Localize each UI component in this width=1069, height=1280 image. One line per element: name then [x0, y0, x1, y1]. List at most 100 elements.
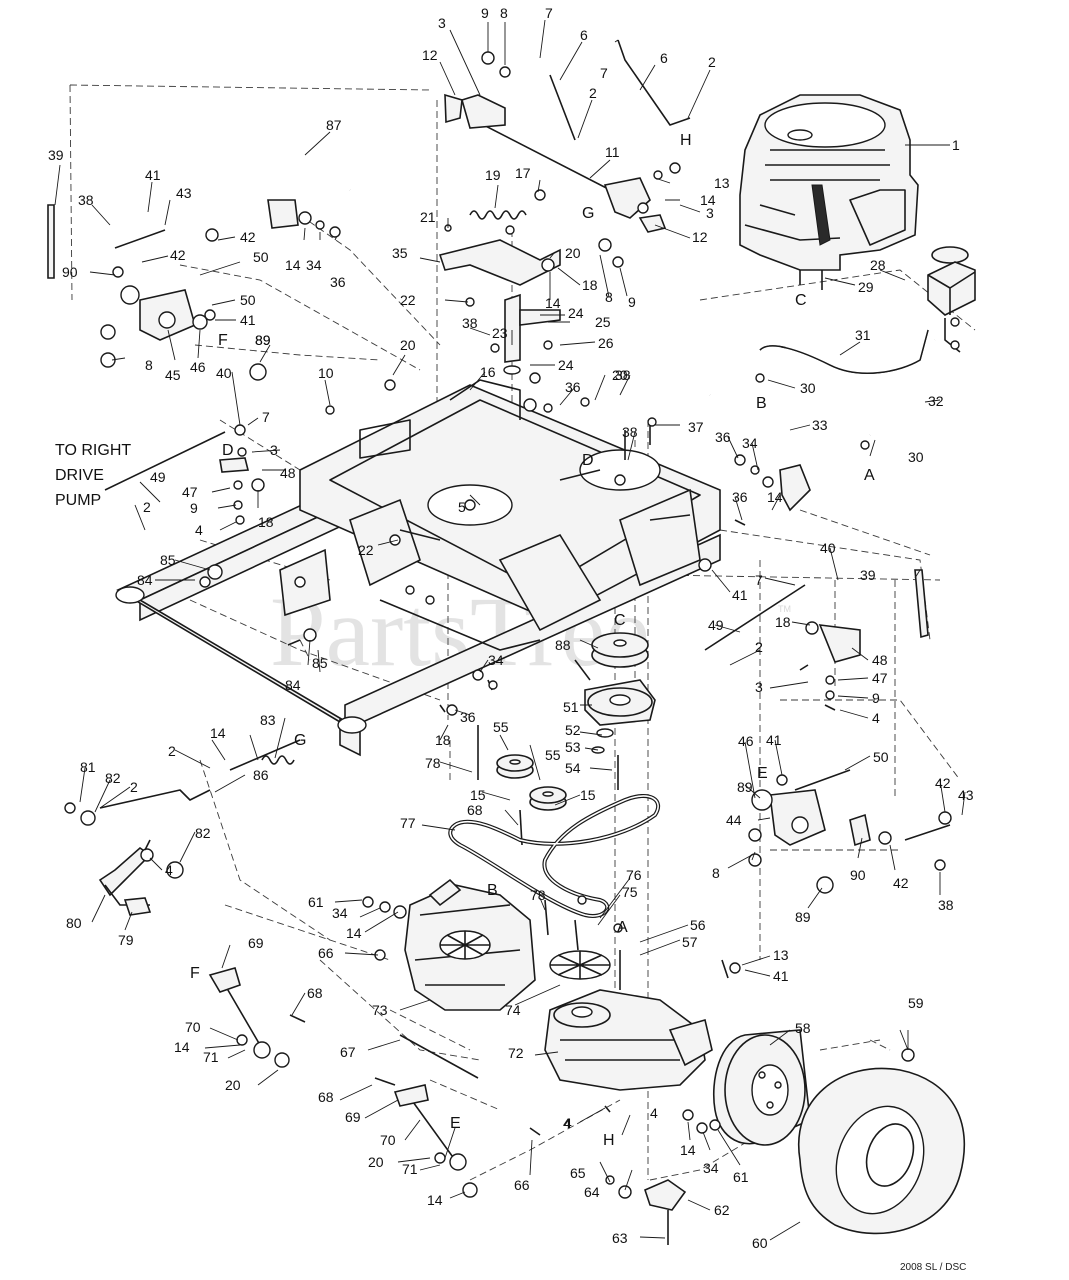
callout-label: 7	[600, 65, 608, 81]
callout-label: 3	[438, 15, 446, 31]
reference-letter: G	[294, 732, 306, 749]
callout-label: 80	[66, 915, 82, 931]
callout-label: 24	[558, 357, 574, 373]
callout-label: 56	[690, 917, 706, 933]
callout-label: 76	[626, 867, 642, 883]
fuel-lines	[709, 329, 937, 512]
callout-label: 61	[308, 894, 324, 910]
callout-label: 31	[855, 327, 871, 343]
callout-label: 11	[605, 144, 620, 160]
note-line: TO RIGHT	[55, 442, 131, 459]
callout-label: 48	[872, 652, 888, 668]
callout-label: 4	[872, 710, 880, 726]
callout-label: 66	[514, 1177, 530, 1193]
callout-label: 42	[170, 247, 186, 263]
callout-label: 2	[589, 85, 597, 101]
callout-label: 55	[545, 747, 561, 763]
callout-label: 42	[893, 875, 909, 891]
callout-label: 42	[935, 775, 951, 791]
reference-letter: H	[603, 1132, 615, 1149]
callout-label: 8	[605, 289, 613, 305]
callout-label: 22	[358, 542, 374, 558]
callout-label: 78	[530, 887, 546, 903]
callout-label: 22	[400, 292, 416, 308]
callout-label: 60	[752, 1235, 768, 1251]
callout-label: 84	[285, 677, 301, 693]
callout-label: 49	[150, 469, 166, 485]
callout-label: 59	[908, 995, 924, 1011]
callout-label: 7	[755, 572, 763, 588]
callout-label: 55	[493, 719, 509, 735]
idler-pulleys	[477, 725, 619, 846]
callout-label: 34	[488, 652, 504, 668]
callout-leader-lines	[54, 19, 966, 1241]
callout-label: 35	[392, 245, 408, 261]
callout-label: 2	[708, 54, 716, 70]
callout-label: 72	[508, 1045, 524, 1061]
callout-label: 14	[427, 1192, 443, 1208]
callout-label: 90	[850, 867, 866, 883]
steering-handle	[267, 146, 353, 238]
upper-linkage	[444, 39, 691, 268]
callout-label: 74	[505, 1002, 521, 1018]
reference-letter: A	[617, 919, 628, 936]
callout-label: 40	[216, 365, 232, 381]
callout-label: 53	[565, 739, 581, 755]
callout-label: 68	[307, 985, 323, 1001]
callout-label: 45	[165, 367, 181, 383]
callout-label: 3	[706, 205, 714, 221]
callout-label: 85	[160, 552, 176, 568]
callout-label: 9	[628, 294, 636, 310]
callout-label: 14	[174, 1039, 190, 1055]
callout-label: 38	[938, 897, 954, 913]
callout-label: 2	[755, 639, 763, 655]
callout-label: 36	[565, 379, 581, 395]
callout-label: 12	[422, 47, 438, 63]
callout-label: 14	[285, 257, 301, 273]
callout-label: 36	[732, 489, 748, 505]
reference-letter: F	[190, 965, 200, 982]
callout-label: 16	[480, 364, 496, 380]
callout-label: 89	[737, 779, 753, 795]
callout-label: 41	[773, 968, 789, 984]
callout-label: 4	[165, 862, 173, 878]
callout-label: 18	[258, 514, 274, 530]
callout-label: 36	[460, 709, 476, 725]
callout-label: 64	[584, 1184, 600, 1200]
callout-label: 54	[565, 760, 581, 776]
callout-label: 33	[812, 417, 828, 433]
reference-letter: E	[757, 765, 768, 782]
callout-numbers: 9 8 7 3 6 7 6 2 12 2 1 87 39 11 13 17 19…	[48, 5, 974, 1251]
callout-label: 57	[682, 934, 698, 950]
callout-label: 69	[345, 1109, 361, 1125]
callout-label: 70	[380, 1132, 396, 1148]
callout-label: 39	[860, 567, 876, 583]
callout-label: 85	[312, 655, 328, 671]
callout-label: 2	[130, 779, 138, 795]
right-drive-pump-note: TO RIGHT DRIVE PUMP	[55, 442, 131, 509]
callout-label: 20	[400, 337, 416, 353]
callout-label: 14	[346, 925, 362, 941]
callout-label: 21	[420, 209, 436, 225]
callout-label: 6	[580, 27, 588, 43]
callout-label: 43	[176, 185, 192, 201]
reference-letter: D	[582, 452, 594, 469]
callout-label: 19	[485, 167, 501, 183]
callout-label: 79	[118, 932, 134, 948]
callout-label: 63	[612, 1230, 628, 1246]
callout-label: 50	[873, 749, 889, 765]
callout-label: 75	[622, 884, 638, 900]
callout-label: 34	[332, 905, 348, 921]
callout-label: 15	[580, 787, 596, 803]
callout-label: 2	[755, 639, 763, 655]
reference-letters: H C G F B A D D C G E B A F E H	[190, 132, 875, 1149]
main-frame	[115, 379, 721, 757]
left-control-assembly	[47, 204, 267, 381]
reference-letter: G	[582, 205, 594, 222]
left-transaxle	[404, 878, 536, 1011]
callout-label: 30	[800, 380, 816, 396]
callout-label: 13	[773, 947, 789, 963]
callout-label: 82	[195, 825, 211, 841]
right-transaxle	[544, 950, 713, 1091]
callout-label: 50	[253, 249, 269, 265]
